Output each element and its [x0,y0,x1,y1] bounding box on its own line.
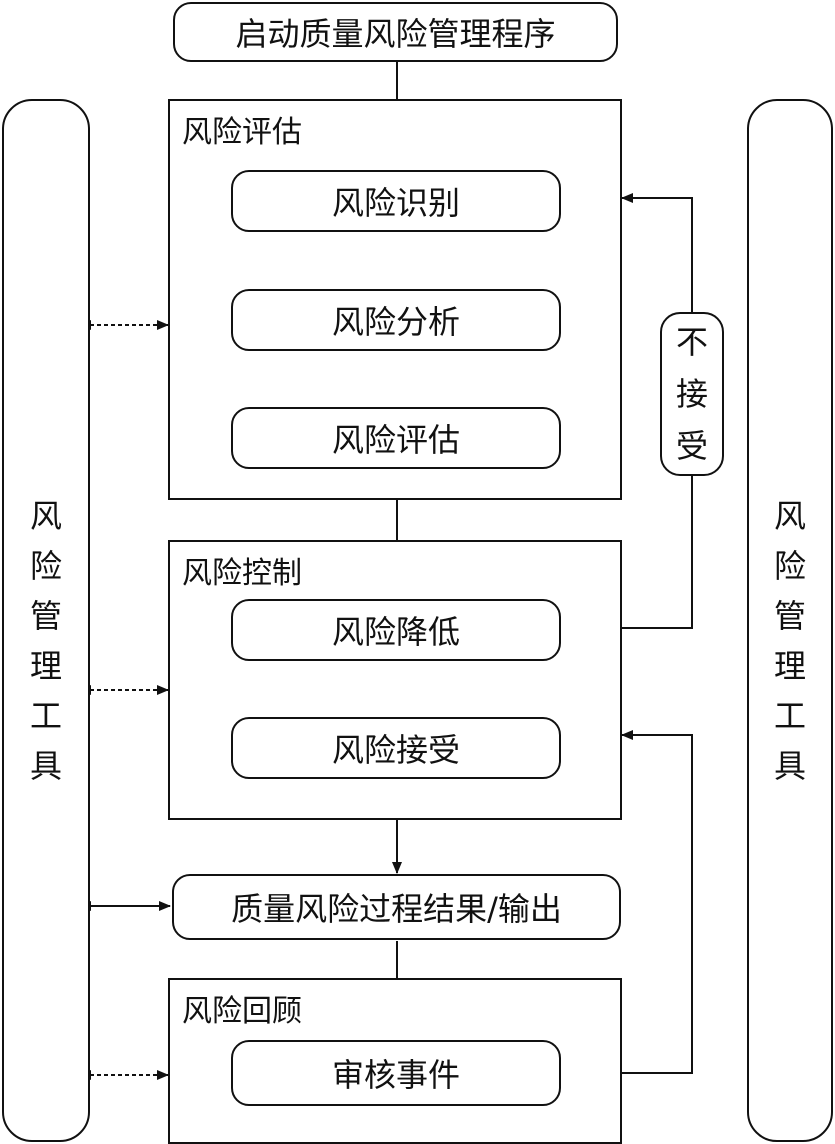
output-box: 质量风险过程结果/输出 [172,874,621,940]
risk-tools-left-label: 风 险 管 理 工 具 [4,491,88,791]
not-accepted-label: 不 接 受 [660,312,724,476]
risk-acceptance-label: 风险接受 [331,731,460,769]
side-char: 理 [773,647,806,685]
risk-evaluation-label: 风险评估 [331,421,460,459]
reject-char: 不 [675,323,708,361]
start-label: 启动质量风险管理程序 [235,15,556,53]
side-char: 险 [773,547,806,585]
risk-analysis-box: 风险分析 [231,289,561,351]
side-char: 管 [773,597,806,635]
risk-review-group-label: 风险回顾 [182,994,302,1029]
risk-tools-left-panel: 风 险 管 理 工 具 [2,99,90,1142]
risk-acceptance-box: 风险接受 [231,717,561,779]
reject-char: 受 [675,427,708,465]
output-label: 质量风险过程结果/输出 [231,890,562,928]
side-char: 具 [29,747,62,785]
risk-identification-label: 风险识别 [331,184,460,222]
start-box: 启动质量风险管理程序 [173,2,618,62]
side-char: 风 [29,497,62,535]
side-char: 工 [29,697,62,735]
side-char: 管 [29,597,62,635]
side-char: 险 [29,547,62,585]
side-char: 具 [773,747,806,785]
risk-tools-right-label: 风 险 管 理 工 具 [749,491,831,791]
risk-tools-right-panel: 风 险 管 理 工 具 [747,99,833,1142]
risk-control-group-label: 风险控制 [182,556,302,591]
risk-identification-box: 风险识别 [231,170,561,232]
risk-assessment-group-label: 风险评估 [182,115,302,150]
side-char: 工 [773,697,806,735]
audit-event-label: 审核事件 [331,1056,460,1094]
side-char: 理 [29,647,62,685]
reject-char: 接 [675,375,708,413]
arrow-review-feedback [560,730,693,1074]
risk-reduction-box: 风险降低 [231,599,561,661]
side-char: 风 [773,497,806,535]
risk-reduction-label: 风险降低 [331,613,460,651]
risk-analysis-label: 风险分析 [331,303,460,341]
audit-event-box: 审核事件 [231,1040,561,1106]
risk-evaluation-box: 风险评估 [231,407,561,469]
